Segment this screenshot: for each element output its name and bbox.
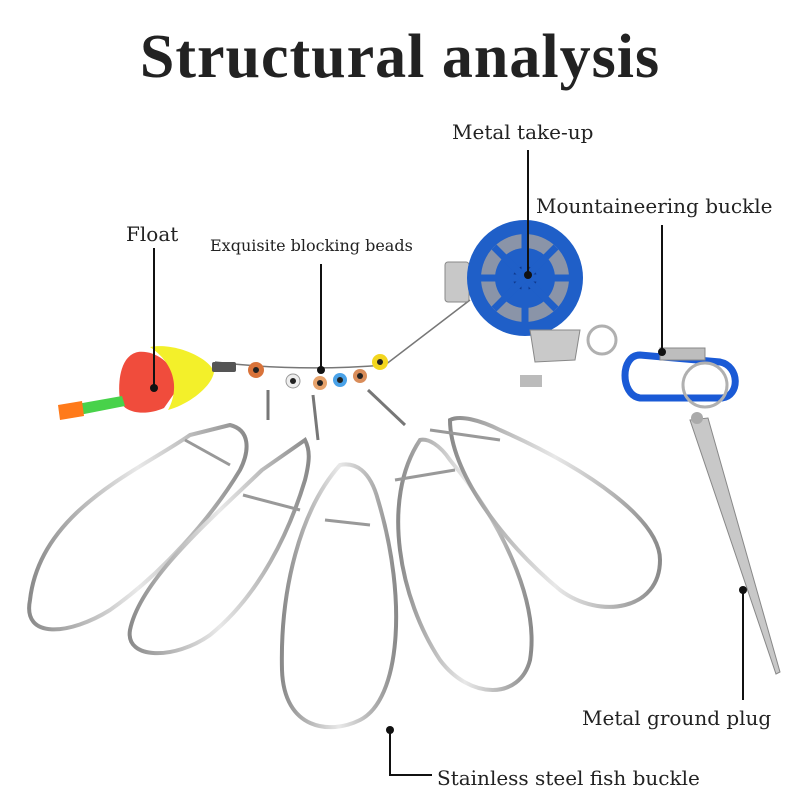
page-title: Structural analysis (139, 23, 661, 91)
fish-buckles (27, 416, 663, 730)
fishing-line (214, 299, 471, 369)
swivels (266, 388, 407, 441)
callout-lines (153, 150, 744, 776)
label-fish-buckle: Stainless steel fish buckle (437, 766, 700, 790)
float (58, 346, 236, 420)
label-metal-take-up: Metal take-up (452, 120, 594, 144)
blocking-beads (248, 354, 388, 390)
label-metal-ground-plug: Metal ground plug (582, 706, 772, 730)
metal-ground-plug (689, 412, 781, 675)
label-float: Float (126, 222, 179, 246)
callout-dots (150, 271, 747, 734)
label-blocking-beads: Exquisite blocking beads (210, 236, 413, 255)
metal-take-up-reel (444, 220, 583, 387)
mountaineering-buckle (586, 324, 739, 409)
callout-fish-buckle (389, 730, 432, 776)
label-mountaineering-buckle: Mountaineering buckle (536, 194, 773, 218)
